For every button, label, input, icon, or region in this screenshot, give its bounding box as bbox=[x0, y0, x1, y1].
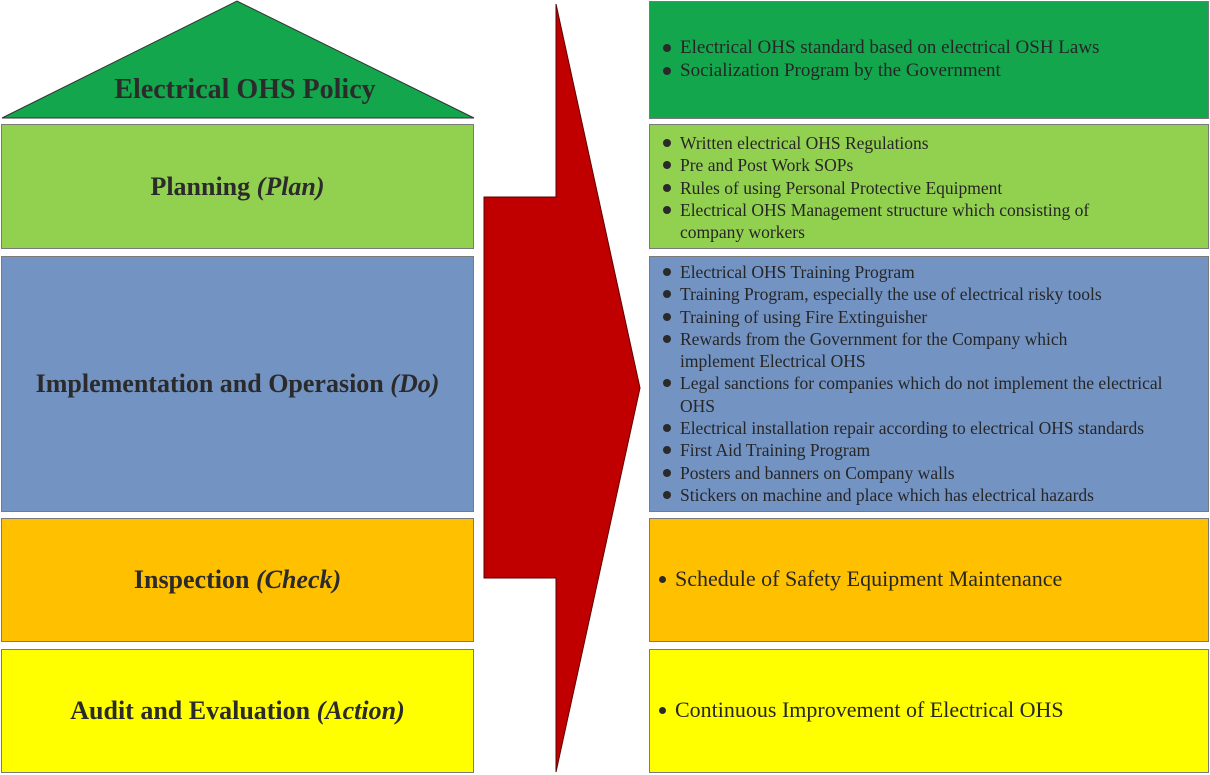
bullet-icon bbox=[663, 290, 671, 299]
list-item: Electrical OHS Training Program bbox=[655, 261, 1208, 283]
action-label: Audit and Evaluation (Action) bbox=[70, 696, 405, 725]
bullet-icon bbox=[663, 468, 671, 477]
check-list: Schedule of Safety Equipment Maintenance bbox=[650, 565, 1208, 593]
policy-title: Electrical OHS Policy bbox=[114, 74, 376, 105]
list-item: Training Program, especially the use of … bbox=[655, 283, 1208, 305]
do-detail-box: Electrical OHS Training Program Training… bbox=[649, 256, 1209, 512]
flow-arrow-shape bbox=[483, 3, 641, 773]
bullet-icon bbox=[663, 268, 671, 276]
policy-roof bbox=[1, 0, 475, 119]
list-item: Electrical OHS standard based on electri… bbox=[655, 36, 1208, 59]
plan-detail-box: Written electrical OHS Regulations Pre a… bbox=[649, 124, 1209, 249]
list-item: Electrical OHS Management structure whic… bbox=[655, 199, 1208, 244]
flow-arrow bbox=[483, 3, 641, 773]
list-item: Rewards from the Government for the Comp… bbox=[655, 328, 1208, 373]
list-item: Stickers on machine and place which has … bbox=[655, 484, 1208, 506]
check-box: Inspection (Check) bbox=[1, 518, 474, 642]
list-item: Electrical installation repair according… bbox=[655, 417, 1208, 439]
list-item: Socialization Program by the Government bbox=[655, 59, 1208, 82]
plan-box: Planning (Plan) bbox=[1, 124, 474, 249]
do-list: Electrical OHS Training Program Training… bbox=[655, 261, 1208, 506]
bullet-icon bbox=[663, 139, 671, 147]
action-list: Continuous Improvement of Electrical OHS bbox=[650, 696, 1208, 724]
list-item: Posters and banners on Company walls bbox=[655, 462, 1208, 484]
do-box: Implementation and Operasion (Do) bbox=[1, 256, 474, 512]
check-detail-box: Schedule of Safety Equipment Maintenance bbox=[649, 518, 1209, 642]
bullet-icon bbox=[659, 576, 666, 583]
policy-roof-shape bbox=[1, 0, 475, 119]
bullet-icon bbox=[663, 334, 671, 343]
list-item: Legal sanctions for companies which do n… bbox=[655, 372, 1208, 417]
bullet-icon bbox=[663, 312, 671, 321]
policy-list: Electrical OHS standard based on electri… bbox=[655, 36, 1208, 82]
bullet-icon bbox=[663, 67, 671, 75]
action-detail-box: Continuous Improvement of Electrical OHS bbox=[649, 649, 1209, 773]
bullet-icon bbox=[663, 205, 671, 214]
list-item: First Aid Training Program bbox=[655, 439, 1208, 461]
policy-detail-box: Electrical OHS standard based on electri… bbox=[649, 1, 1209, 119]
bullet-icon bbox=[663, 446, 671, 455]
bullet-icon bbox=[663, 183, 671, 192]
list-item: Training of using Fire Extinguisher bbox=[655, 306, 1208, 328]
do-label: Implementation and Operasion (Do) bbox=[35, 369, 440, 398]
action-box: Audit and Evaluation (Action) bbox=[1, 649, 474, 773]
bullet-icon bbox=[663, 44, 671, 52]
bullet-icon bbox=[659, 707, 666, 714]
plan-list: Written electrical OHS Regulations Pre a… bbox=[655, 132, 1208, 243]
bullet-icon bbox=[663, 424, 671, 433]
bullet-icon bbox=[663, 379, 671, 388]
check-label: Inspection (Check) bbox=[133, 565, 342, 594]
list-item: Rules of using Personal Protective Equip… bbox=[655, 177, 1208, 199]
list-item: Written electrical OHS Regulations bbox=[655, 132, 1208, 154]
list-item: Schedule of Safety Equipment Maintenance bbox=[650, 565, 1208, 593]
bullet-icon bbox=[663, 161, 671, 170]
list-item: Pre and Post Work SOPs bbox=[655, 154, 1208, 176]
plan-label: Planning (Plan) bbox=[150, 171, 325, 201]
list-item: Continuous Improvement of Electrical OHS bbox=[650, 696, 1208, 724]
bullet-icon bbox=[663, 490, 671, 499]
